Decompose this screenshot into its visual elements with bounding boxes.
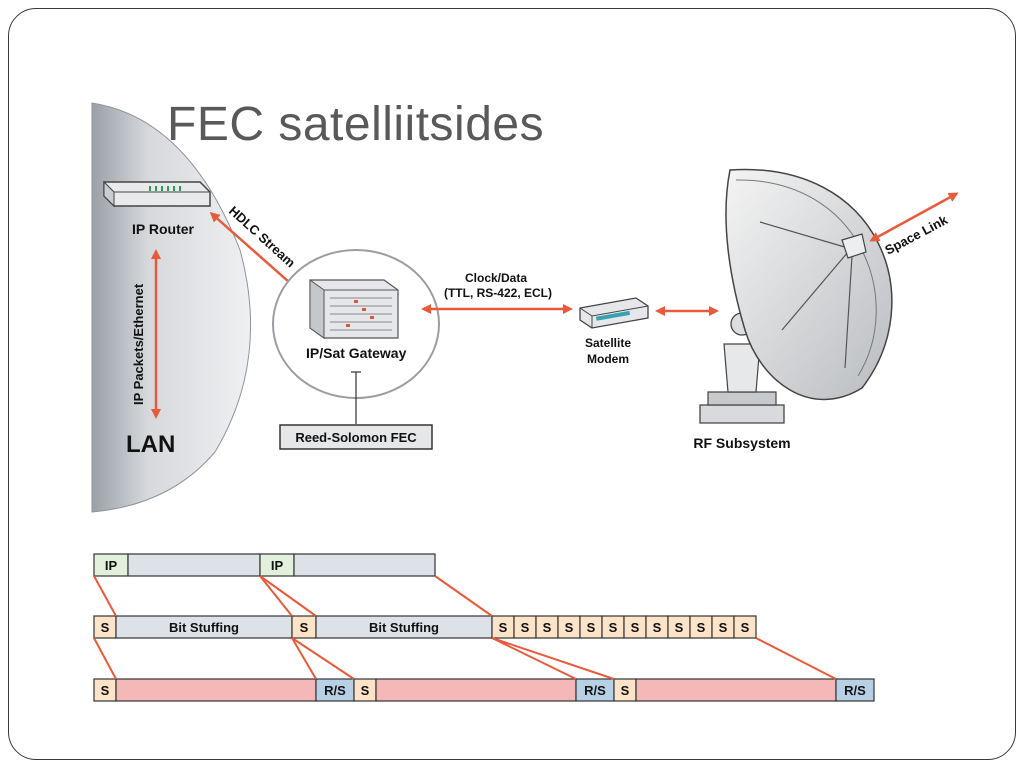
frame-mapping-line [291, 637, 317, 680]
s-cell-label: S [499, 620, 508, 635]
rs-cell-label: R/S [324, 683, 346, 698]
s-cell-label: S [521, 620, 530, 635]
rf-subsystem-label: RF Subsystem [693, 435, 790, 451]
clock-data-label: Clock/Data [465, 271, 527, 285]
satellite-modem-icon [579, 297, 649, 329]
frame-mapping-line [755, 637, 837, 680]
frame-mapping-line [434, 575, 493, 617]
frame-mapping-line [259, 575, 293, 617]
reed-solomon-box [279, 424, 433, 450]
gateway-label: IP/Sat Gateway [306, 345, 407, 361]
satellite-modem-label-2: Modem [587, 352, 629, 366]
s-cell-label: S [300, 620, 309, 635]
frame-mapping-line [259, 575, 317, 617]
ip-router-icon [103, 180, 211, 208]
frame-mapping-line [93, 637, 117, 680]
s-cell-label: S [609, 620, 618, 635]
fec-block-cell [635, 678, 837, 702]
lan-label: LAN [126, 431, 175, 458]
slide-title: FEC satelliitsides [167, 98, 545, 151]
ip-header-cell-label: IP [105, 558, 118, 573]
rs-cell [835, 678, 875, 702]
fec-block-cell [115, 678, 317, 702]
s-cell-label: S [631, 620, 640, 635]
frame-mapping-line [291, 637, 355, 680]
s-cell-label: S [565, 620, 574, 635]
frame-mapping-line [93, 575, 117, 617]
rs-cell-label: R/S [844, 683, 866, 698]
ip-payload-cell [293, 553, 436, 577]
s-cell-label: S [361, 683, 370, 698]
s-cell-label: S [101, 683, 110, 698]
reed-solomon-label: Reed-Solomon FEC [295, 430, 417, 445]
ip-packets-label: IP Packets/Ethernet [131, 283, 146, 405]
bit-stuffing-cell-label: Bit Stuffing [369, 620, 439, 635]
s-cell-label: S [719, 620, 728, 635]
bit-stuffing-cell-label: Bit Stuffing [169, 620, 239, 635]
s-cell-label: S [741, 620, 750, 635]
satellite-dish-icon [699, 168, 893, 424]
space-link-arrow [869, 192, 959, 242]
s-cell-label: S [653, 620, 662, 635]
frame-mapping-line [491, 637, 577, 680]
gateway-rack-icon [309, 279, 399, 339]
s-cell-label: S [675, 620, 684, 635]
s-cell-label: S [697, 620, 706, 635]
ip-header-cell-label: IP [271, 558, 284, 573]
s-cell-label: S [101, 620, 110, 635]
s-cell [733, 615, 757, 639]
s-cell-label: S [543, 620, 552, 635]
s-cell-label: S [587, 620, 596, 635]
rs-cell-label: R/S [584, 683, 606, 698]
clock-data-sub-label: (TTL, RS-422, ECL) [444, 286, 552, 300]
ip-router-label: IP Router [132, 221, 195, 237]
hdlc-arrow [209, 212, 301, 292]
satellite-modem-label-1: Satellite [585, 336, 631, 350]
space-link-label: Space Link [882, 212, 950, 258]
s-cell-label: S [621, 683, 630, 698]
ip-payload-cell [127, 553, 261, 577]
fec-block-cell [375, 678, 577, 702]
frame-mapping-line [491, 637, 615, 680]
